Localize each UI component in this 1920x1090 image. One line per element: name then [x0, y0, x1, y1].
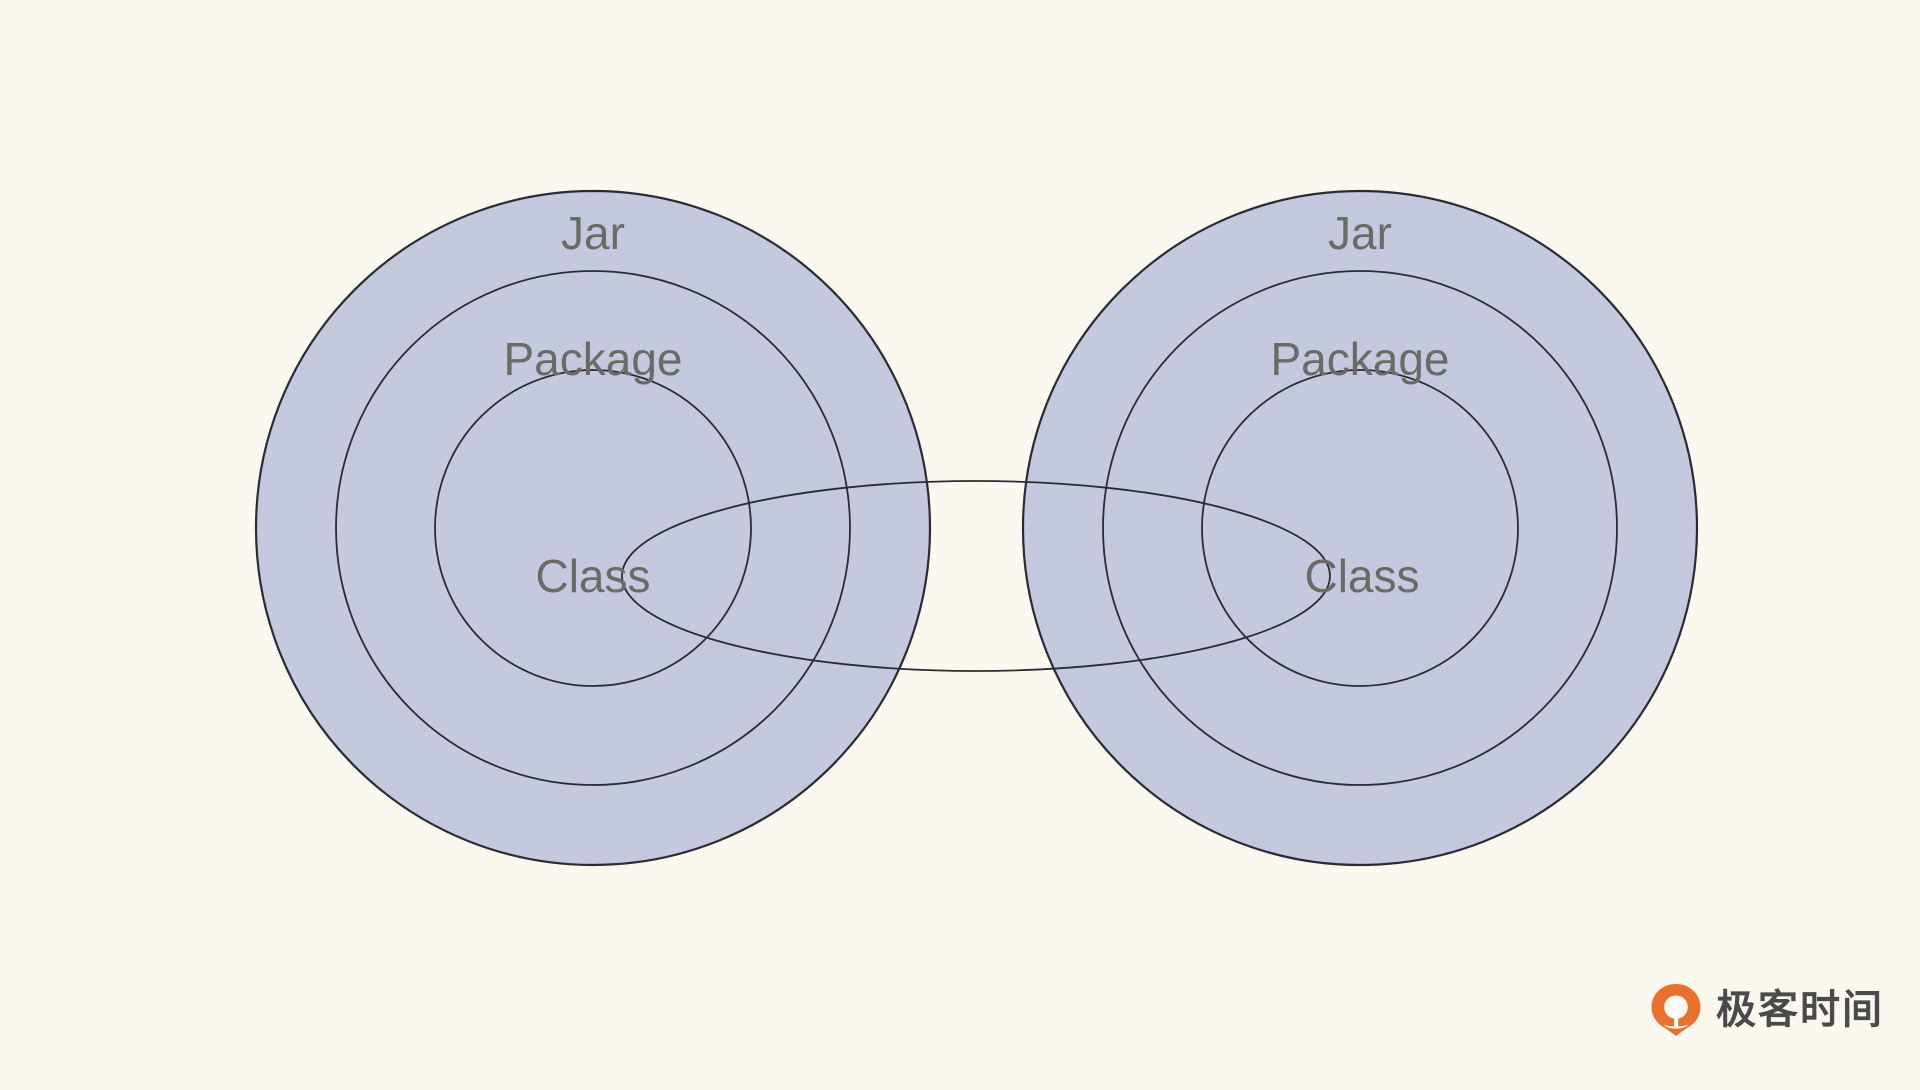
- right-jar-group: [1021, 189, 1699, 867]
- left-jar-label: Jar: [561, 207, 625, 259]
- geek-pin-icon: [1651, 984, 1701, 1036]
- left-class-circle[interactable]: [434, 369, 752, 687]
- class-link-ellipse-left[interactable]: [621, 480, 1331, 672]
- left-package-circle[interactable]: [335, 270, 851, 786]
- left-package-label: Package: [503, 333, 682, 385]
- left-jar-circle[interactable]: [254, 189, 932, 867]
- right-package-label: Package: [1270, 333, 1449, 385]
- right-jar-circle[interactable]: [1021, 189, 1699, 867]
- left-class-label: Class: [535, 550, 650, 602]
- right-jar-label: Jar: [1328, 207, 1392, 259]
- geektime-wordmark: 极客时间: [1716, 988, 1884, 1032]
- right-class-circle[interactable]: [1201, 369, 1519, 687]
- class-link-connector: [621, 480, 1331, 672]
- right-class-label: Class: [1304, 550, 1419, 602]
- geektime-logo: 极客时间: [1650, 980, 1884, 1040]
- right-package-circle[interactable]: [1102, 270, 1618, 786]
- left-jar-group: [254, 189, 932, 867]
